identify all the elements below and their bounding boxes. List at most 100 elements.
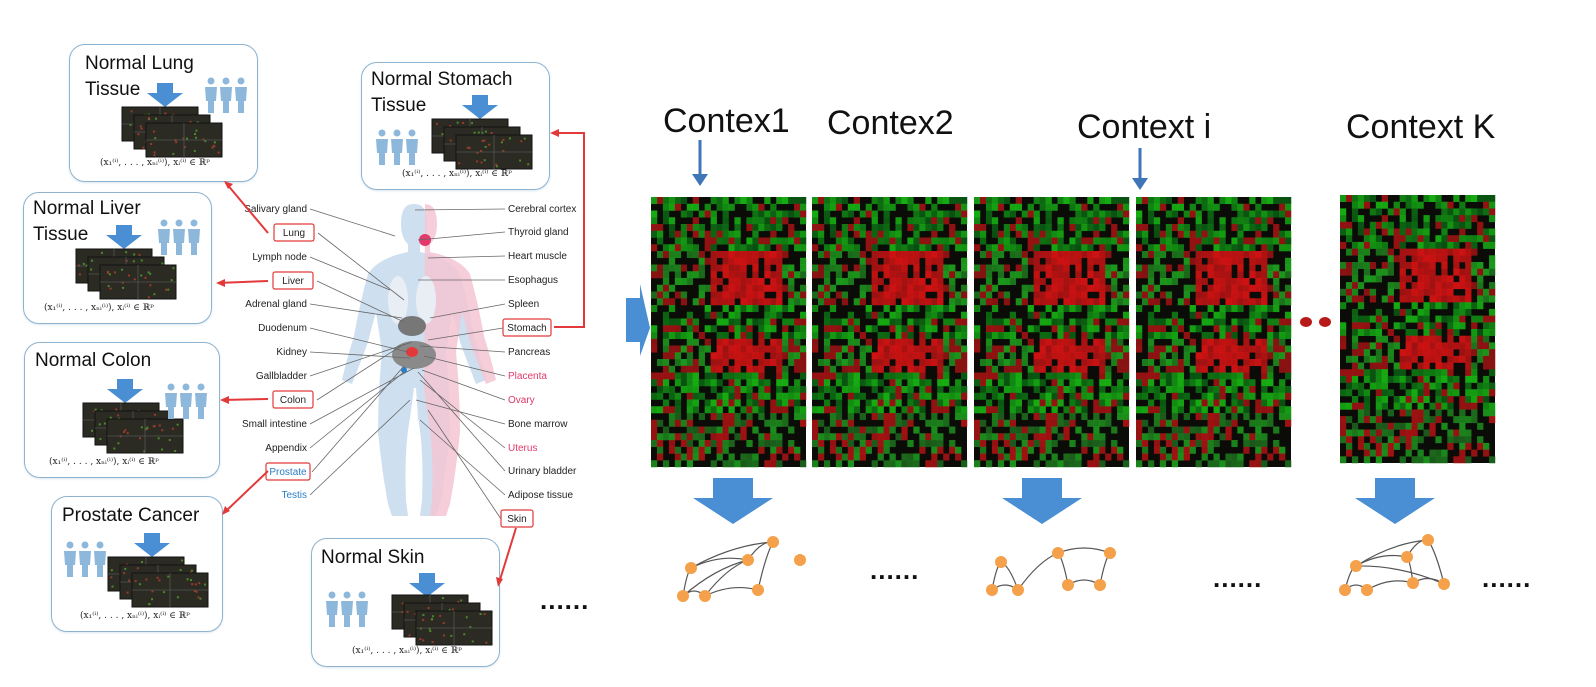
- prostate-formula: (x₁⁽ⁱ⁾, . . . , xₙᵢ⁽ⁱ⁾), xᵢ⁽ⁱ⁾ ∈ ℝᵖ: [80, 611, 190, 621]
- down-arrow-icon: [693, 478, 773, 524]
- skin-tissue-box: Normal Skin (x₁⁽ⁱ⁾, . . . , xₙᵢ⁽ⁱ⁾), xᵢ⁽…: [311, 538, 500, 667]
- prostate-tissue-title: Prostate Cancer: [62, 505, 200, 526]
- lung-microarray-icon: [121, 77, 247, 158]
- arrow-down-icon: [106, 225, 142, 249]
- red-connector-arrows: [217, 132, 585, 584]
- expression-heatmap: [974, 197, 1130, 468]
- ellipsis-2: ......: [870, 555, 920, 585]
- network-node: [1361, 584, 1373, 596]
- arrow-down-icon: [1132, 148, 1148, 190]
- organ-label: Spleen: [508, 299, 539, 310]
- arrow-down-icon: [147, 83, 183, 107]
- organ-label: Cerebral cortex: [508, 204, 576, 215]
- network-node: [1350, 560, 1362, 572]
- network-node: [699, 590, 711, 602]
- colon-tissue-title: Normal Colon: [35, 350, 152, 371]
- organ-label: Bone marrow: [508, 419, 568, 430]
- prostate-tissue-box: Prostate Cancer (x₁⁽ⁱ⁾, . . . , xₙᵢ⁽ⁱ⁾),…: [51, 496, 223, 632]
- expression-heatmap: [1340, 195, 1496, 464]
- arrow-down-icon: [409, 573, 445, 597]
- network-node: [1094, 579, 1106, 591]
- organ-label: Placenta: [508, 371, 547, 382]
- organ-label: Adrenal gland: [245, 299, 307, 310]
- network-node: [1407, 577, 1419, 589]
- network-node: [794, 554, 806, 566]
- organ-label: Kidney: [276, 347, 307, 358]
- network-node: [752, 584, 764, 596]
- organ-label-stomach: Stomach: [507, 323, 546, 334]
- network-node: [1062, 579, 1074, 591]
- microarray-stack-icon: [121, 106, 223, 158]
- network-node: [1401, 551, 1413, 563]
- organ-label-liver: Liver: [282, 276, 304, 287]
- organ-label-prostate: Prostate: [269, 467, 307, 478]
- organ-label: Urinary bladder: [508, 466, 577, 477]
- network-node: [742, 554, 754, 566]
- network-node: [1438, 578, 1450, 590]
- network-node: [1104, 547, 1116, 559]
- liver-formula: (x₁⁽ⁱ⁾, . . . , xₙᵢ⁽ⁱ⁾), xᵢ⁽ⁱ⁾ ∈ ℝᵖ: [44, 303, 154, 313]
- human-body-figure: [342, 204, 496, 516]
- network-node: [767, 536, 779, 548]
- organ-label-lung: Lung: [283, 228, 305, 239]
- stomach-formula: (x₁⁽ⁱ⁾, . . . , xₙᵢ⁽ⁱ⁾), xᵢ⁽ⁱ⁾ ∈ ℝᵖ: [402, 169, 512, 179]
- context-k-label: Context K: [1346, 108, 1496, 146]
- expression-heatmap: [651, 197, 807, 468]
- microarray-stack-icon: [82, 402, 184, 454]
- red-dot: [1319, 317, 1331, 327]
- lung-tissue-box: Normal Lung Tissue (x₁⁽ⁱ⁾, . . . , xₙᵢ⁽ⁱ…: [69, 44, 258, 182]
- left-ellipsis: ......: [540, 585, 590, 615]
- people-icon: [326, 591, 368, 627]
- organ-label: Appendix: [265, 443, 307, 454]
- organ-label: Salivary gland: [244, 204, 307, 215]
- skin-microarray-icon: [326, 573, 493, 646]
- organ-label: Ovary: [508, 395, 535, 406]
- liver-microarray-icon: [75, 219, 200, 300]
- gene-network-graph: [986, 547, 1116, 596]
- ellipsis-4: ......: [1482, 563, 1532, 593]
- network-node: [1339, 584, 1351, 596]
- context-1-label: Contex1: [663, 102, 790, 140]
- expression-heatmap: [1136, 197, 1292, 468]
- organ-label: Pancreas: [508, 347, 550, 358]
- organ-label: Lymph node: [252, 252, 307, 263]
- network-node: [986, 584, 998, 596]
- people-icon: [64, 541, 106, 577]
- expression-heatmap: [812, 197, 968, 468]
- organ-label: Heart muscle: [508, 251, 567, 262]
- people-icon: [376, 129, 418, 165]
- organ-label: Gallbladder: [256, 371, 308, 382]
- organ-label: Duodenum: [258, 323, 307, 334]
- liver-tissue-box: Normal Liver Tissue (x₁⁽ⁱ⁾, . . . , xₙᵢ⁽…: [23, 192, 212, 324]
- network-node: [1052, 547, 1064, 559]
- arrow-down-icon: [462, 95, 498, 119]
- ellipsis-3: ......: [1213, 563, 1263, 593]
- arrow-down-icon: [692, 140, 708, 186]
- microarray-stack-icon: [391, 594, 493, 646]
- stomach-microarray-icon: [376, 95, 533, 170]
- microarray-stack-icon: [431, 118, 533, 170]
- organ-label: Esophagus: [508, 275, 558, 286]
- organ-label: Small intestine: [242, 419, 307, 430]
- organ-label: Uterus: [508, 443, 537, 454]
- lung-tissue-title: Normal Lung Tissue: [85, 53, 194, 100]
- colon-formula: (x₁⁽ⁱ⁾, . . . , xₙᵢ⁽ⁱ⁾), xᵢ⁽ⁱ⁾ ∈ ℝᵖ: [49, 457, 159, 467]
- lung-formula: (x₁⁽ⁱ⁾, . . . , xₙᵢ⁽ⁱ⁾), xᵢ⁽ⁱ⁾ ∈ ℝᵖ: [100, 158, 210, 168]
- microarray-stack-icon: [75, 248, 177, 300]
- network-node: [1422, 534, 1434, 546]
- gene-network-graph: [677, 536, 806, 602]
- stomach-tissue-box: Normal Stomach Tissue (x₁⁽ⁱ⁾, . . . , xₙ…: [361, 62, 550, 190]
- microarray-stack-icon: [107, 556, 209, 608]
- stomach-tissue-title: Normal Stomach Tissue: [371, 69, 513, 116]
- organ-label-skin: Skin: [507, 514, 526, 525]
- organ-label: Thyroid gland: [508, 227, 569, 238]
- network-node: [685, 562, 697, 574]
- colon-tissue-box: Normal Colon (x₁⁽ⁱ⁾, . . . , xₙᵢ⁽ⁱ⁾), xᵢ…: [24, 342, 220, 478]
- down-arrow-icon: [1002, 478, 1082, 524]
- organ-label: Adipose tissue: [508, 490, 573, 501]
- arrow-down-icon: [134, 533, 170, 557]
- prostate-microarray-icon: [64, 533, 209, 608]
- people-icon: [165, 383, 207, 419]
